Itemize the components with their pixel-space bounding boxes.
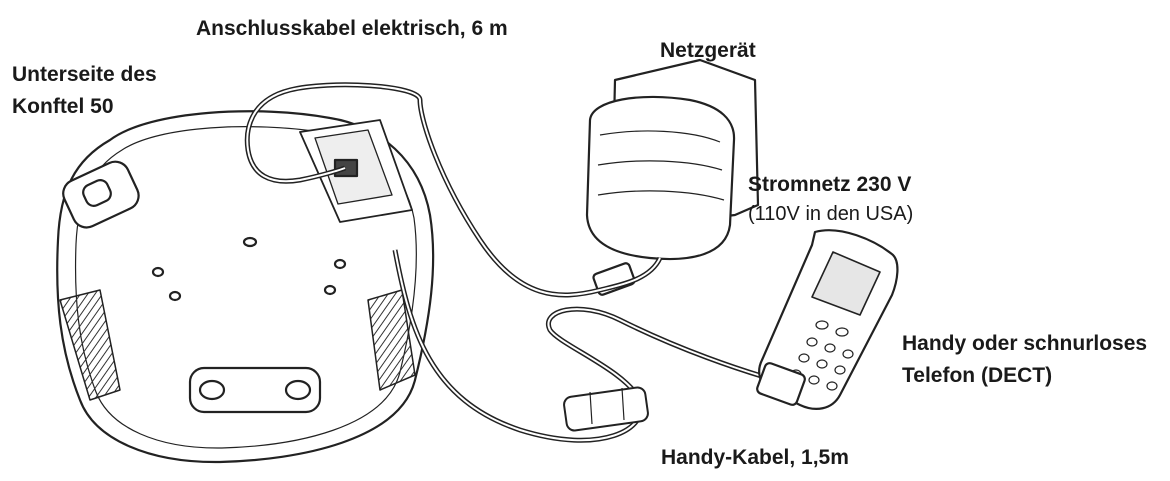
- mobile-phone: [756, 229, 899, 410]
- power-adapter: [585, 58, 760, 296]
- konftel-50-underside: [56, 110, 435, 464]
- label-netzgeraet: Netzgerät: [660, 39, 756, 62]
- label-unterseite-line1: Unterseite des: [12, 63, 157, 86]
- label-unterseite-line2: Konftel 50: [12, 95, 114, 118]
- label-stromnetz-usa: (110V in den USA): [748, 203, 914, 225]
- ferrite-core: [563, 386, 649, 432]
- label-handy-kabel: Handy-Kabel, 1,5m: [661, 446, 849, 469]
- label-handy-line1: Handy oder schnurloses: [902, 332, 1148, 355]
- label-anschlusskabel: Anschlusskabel elektrisch, 6 m: [196, 17, 508, 40]
- label-stromnetz: Stromnetz 230 V: [748, 173, 912, 196]
- label-handy-line2: Telefon (DECT): [902, 364, 1053, 387]
